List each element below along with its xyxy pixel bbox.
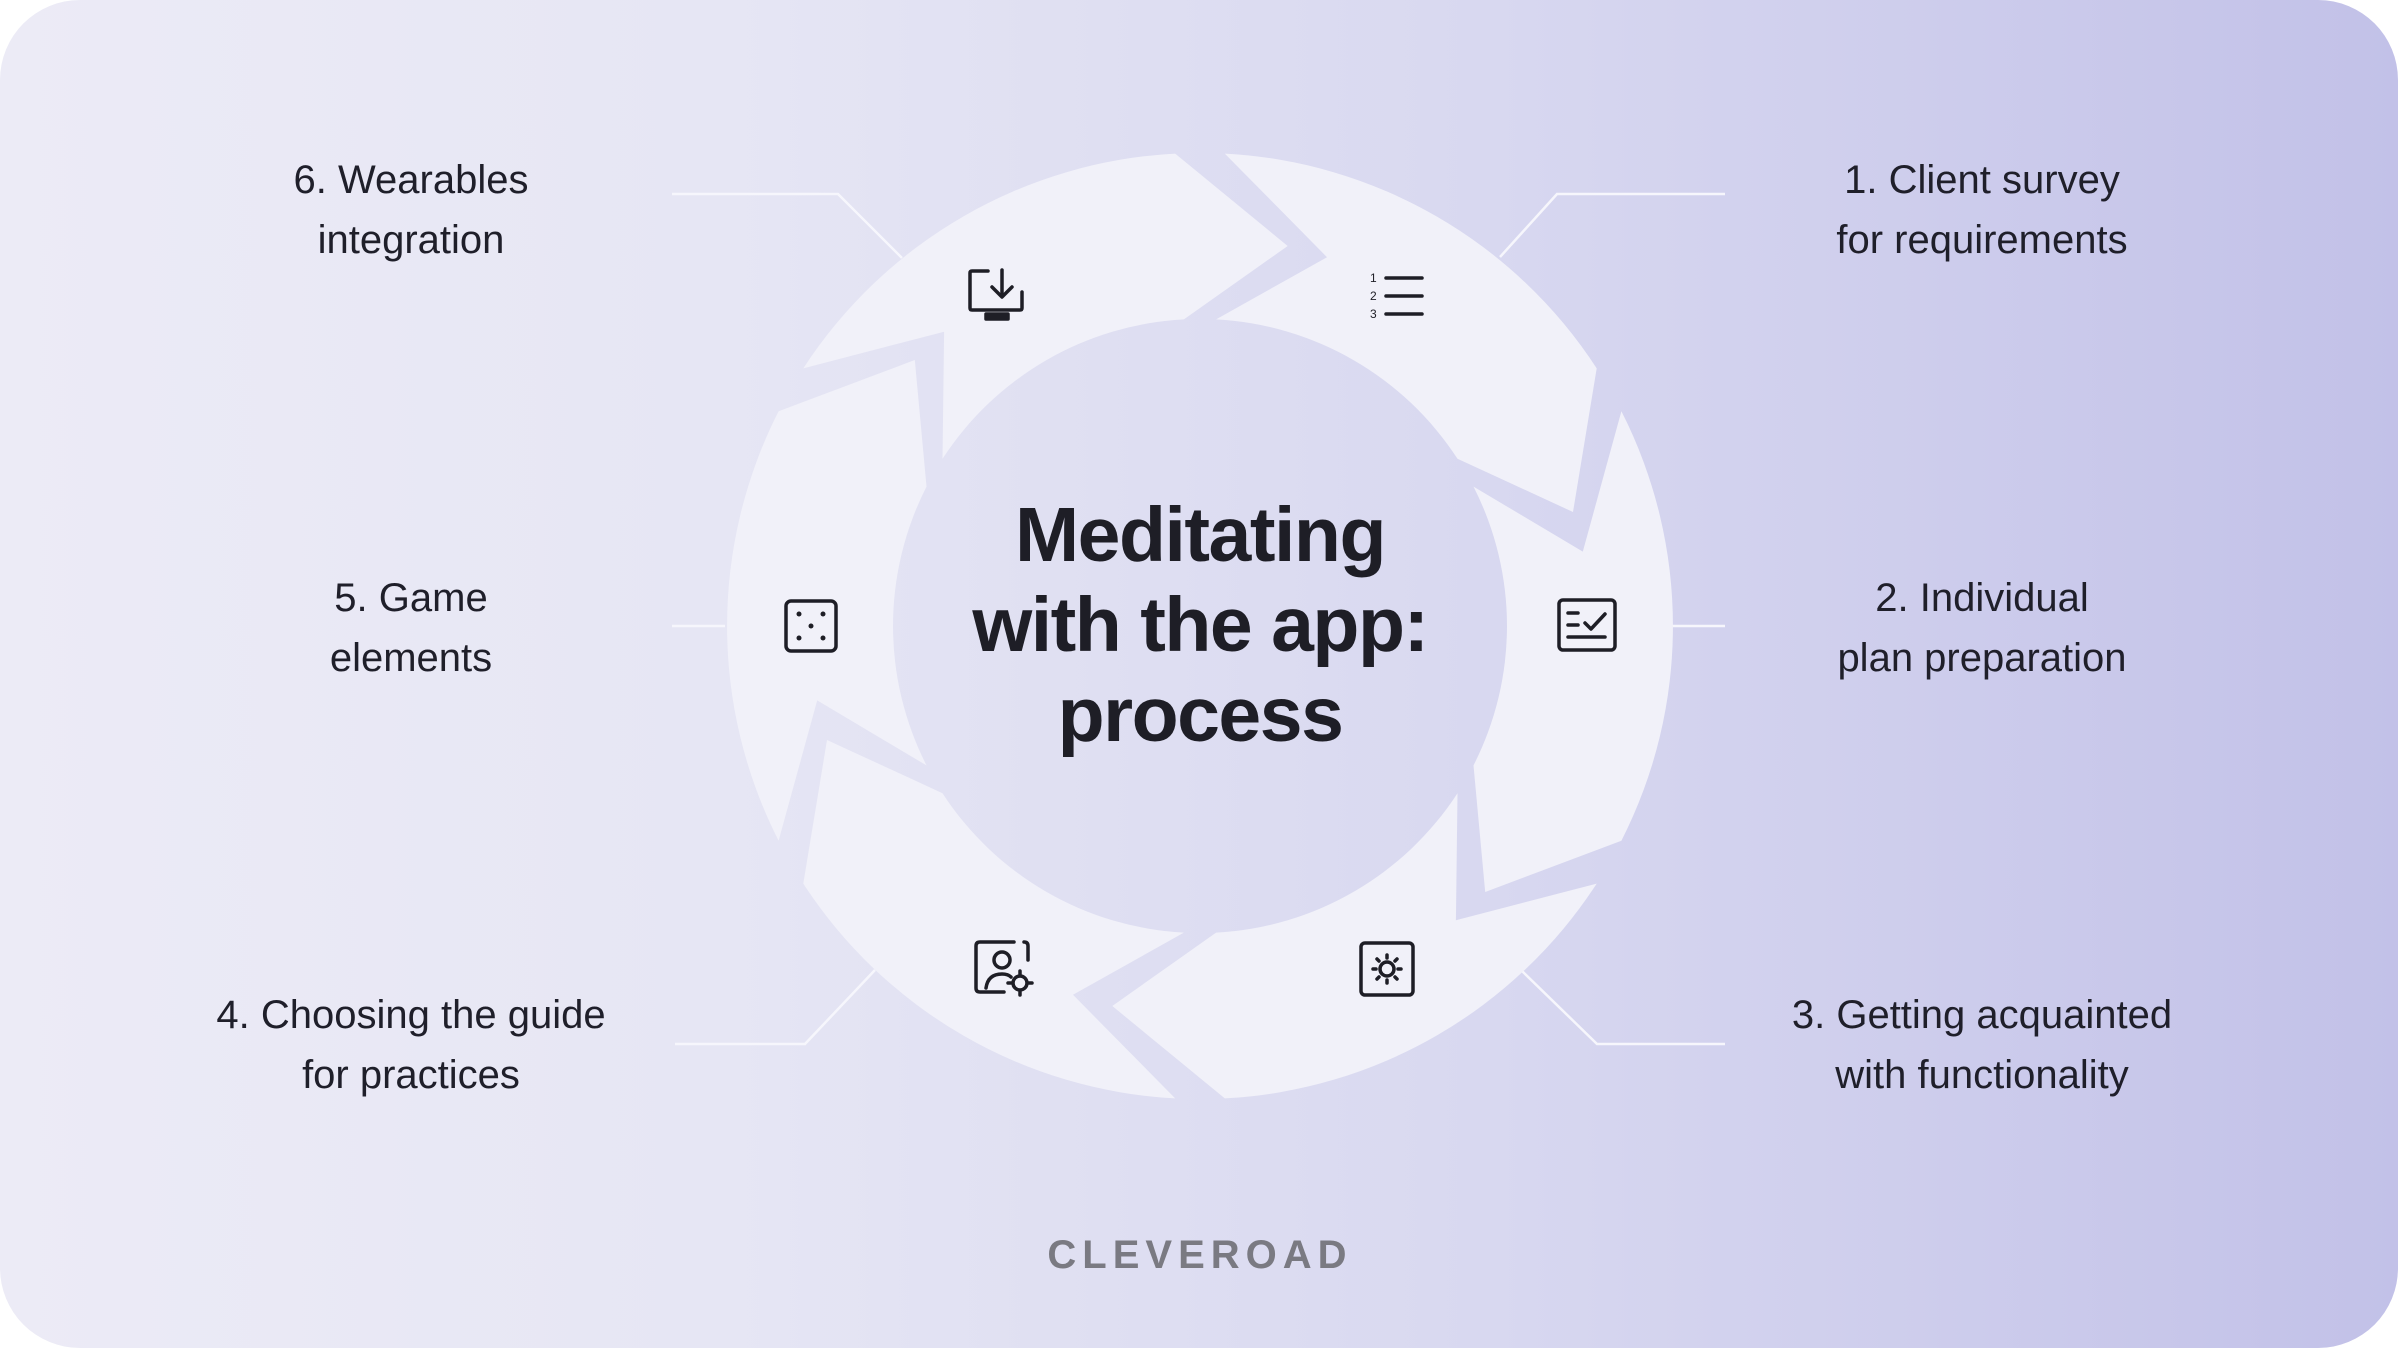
step-2-subtitle: plan preparation bbox=[1837, 636, 2127, 680]
step-1-title: 1. Client survey bbox=[1844, 158, 2120, 202]
step-5-subtitle: elements bbox=[329, 636, 493, 680]
step-4-label: 4. Choosing the guide for practices bbox=[111, 985, 711, 1105]
numbered-list-icon: 1 2 3 bbox=[1370, 271, 1424, 321]
step-6-label: 6. Wearables integration bbox=[111, 150, 711, 270]
svg-text:2: 2 bbox=[1370, 289, 1377, 303]
step-3-label: 3. Getting acquainted with functionality bbox=[1682, 985, 2282, 1105]
dice-icon bbox=[784, 599, 838, 653]
connector-lines bbox=[672, 192, 1725, 1046]
checklist-icon bbox=[1557, 598, 1617, 652]
connector-step-6 bbox=[672, 192, 903, 259]
connector-step-1 bbox=[1499, 192, 1725, 258]
step-4-title: 4. Choosing the guide bbox=[216, 993, 606, 1037]
title-line-2: with the app: bbox=[972, 582, 1429, 668]
step-3-title: 3. Getting acquainted bbox=[1791, 993, 2173, 1037]
step-6-subtitle: integration bbox=[317, 218, 505, 262]
step-2-title: 2. Individual bbox=[1875, 576, 2089, 620]
user-settings-icon bbox=[974, 940, 1034, 997]
diagram-title: Meditating with the app: process bbox=[900, 490, 1500, 760]
title-line-1: Meditating bbox=[1015, 492, 1386, 578]
connector-step-4 bbox=[675, 969, 876, 1046]
svg-text:1: 1 bbox=[1370, 271, 1377, 285]
download-monitor-icon bbox=[968, 268, 1024, 321]
ring-segment-1 bbox=[1216, 153, 1597, 512]
step-5-label: 5. Game elements bbox=[111, 568, 711, 688]
step-2-label: 2. Individual plan preparation bbox=[1682, 568, 2282, 688]
settings-icon bbox=[1359, 941, 1415, 997]
step-1-label: 1. Client survey for requirements bbox=[1682, 150, 2282, 270]
ring-segment-3 bbox=[1112, 793, 1597, 1099]
svg-text:3: 3 bbox=[1370, 307, 1377, 321]
connector-step-3 bbox=[1521, 970, 1725, 1046]
ring-segment-4 bbox=[803, 740, 1184, 1099]
brand-logo: CLEVEROAD bbox=[1047, 1233, 1353, 1277]
step-5-title: 5. Game bbox=[334, 576, 488, 620]
step-1-subtitle: for requirements bbox=[1836, 218, 2128, 262]
step-6-title: 6. Wearables bbox=[293, 158, 529, 202]
step-3-subtitle: with functionality bbox=[1835, 1053, 2129, 1097]
step-4-subtitle: for practices bbox=[302, 1053, 520, 1097]
title-line-3: process bbox=[1057, 672, 1344, 758]
ring-segment-6 bbox=[803, 153, 1288, 459]
